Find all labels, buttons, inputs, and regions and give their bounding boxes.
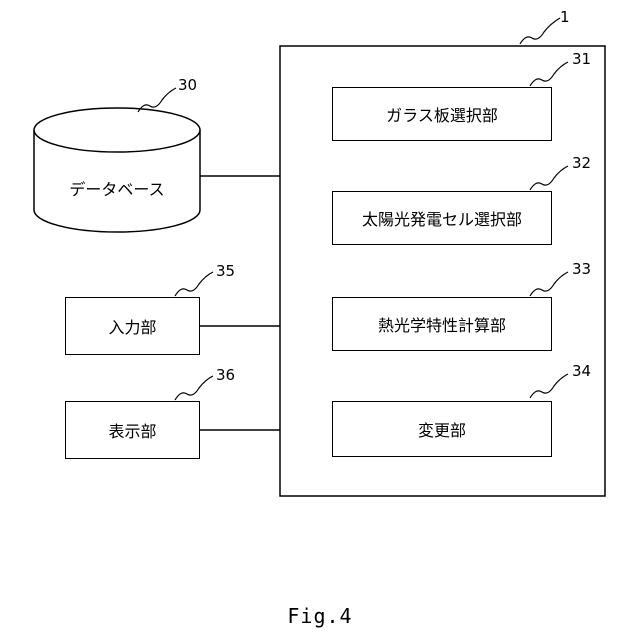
display-unit-box: 表示部 bbox=[65, 401, 200, 459]
leader-32 bbox=[530, 166, 568, 190]
leader-34 bbox=[530, 374, 568, 398]
input-unit-label: 入力部 bbox=[108, 314, 156, 338]
ref-database: 30 bbox=[178, 76, 197, 94]
leader-35 bbox=[175, 272, 213, 296]
ref-module-2: 32 bbox=[572, 154, 591, 172]
module-thermo-optical-calc-label: 熱光学特性計算部 bbox=[378, 312, 506, 336]
module-cell-selection: 太陽光発電セル選択部 bbox=[332, 191, 552, 245]
display-unit-label: 表示部 bbox=[108, 418, 156, 442]
ref-module-4: 34 bbox=[572, 362, 591, 380]
ref-module-1: 31 bbox=[572, 50, 591, 68]
ref-system: 1 bbox=[560, 8, 570, 26]
leader-36 bbox=[175, 376, 213, 400]
leader-1 bbox=[520, 18, 560, 44]
module-cell-selection-label: 太陽光発電セル選択部 bbox=[362, 206, 522, 230]
input-unit-box: 入力部 bbox=[65, 297, 200, 355]
figure-caption: Fig.4 bbox=[0, 604, 640, 628]
module-change-label: 変更部 bbox=[418, 417, 466, 441]
module-thermo-optical-calc: 熱光学特性計算部 bbox=[332, 297, 552, 351]
ref-input: 35 bbox=[216, 262, 235, 280]
ref-display: 36 bbox=[216, 366, 235, 384]
database-label: データベース bbox=[34, 176, 200, 200]
database-cylinder bbox=[34, 108, 200, 232]
leader-31 bbox=[530, 62, 568, 86]
module-glass-selection-label: ガラス板選択部 bbox=[386, 102, 498, 126]
module-change: 変更部 bbox=[332, 401, 552, 457]
leader-33 bbox=[530, 272, 568, 296]
ref-module-3: 33 bbox=[572, 260, 591, 278]
module-glass-selection: ガラス板選択部 bbox=[332, 87, 552, 141]
